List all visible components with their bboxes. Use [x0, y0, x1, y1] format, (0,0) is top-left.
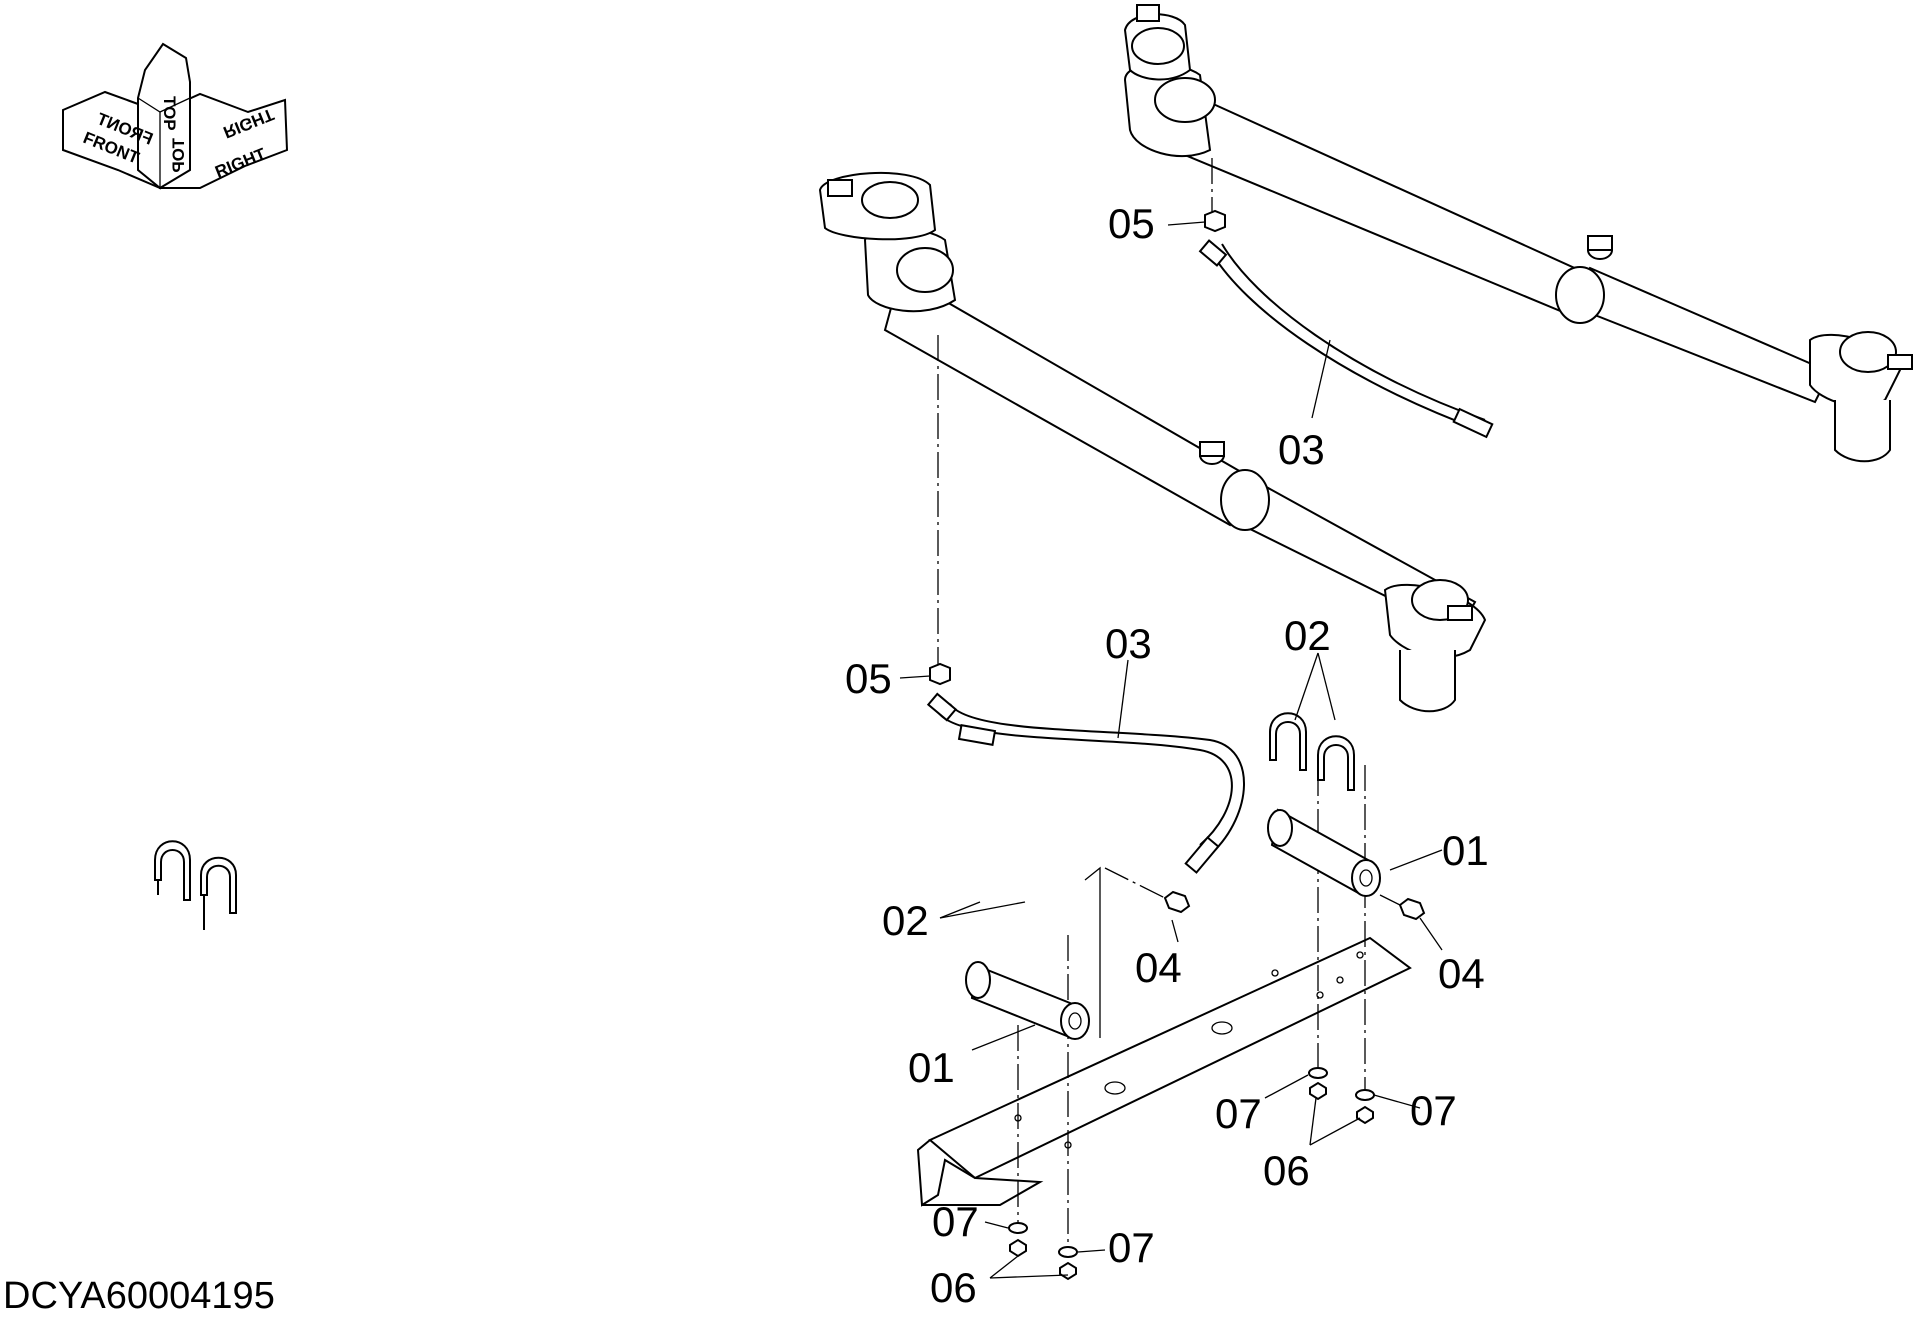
u-bolts-left	[154, 840, 237, 930]
label-03-lower: 03	[1105, 620, 1152, 667]
leader-lines	[899, 221, 1443, 1279]
mounting-plate	[916, 936, 1412, 1207]
label-02-left: 02	[882, 897, 929, 944]
label-04-left: 04	[1135, 944, 1182, 991]
label-05-upper: 05	[1108, 200, 1155, 247]
label-07-bottom-left: 07	[932, 1198, 979, 1245]
label-03-upper: 03	[1278, 426, 1325, 473]
upper-hose-assembly	[1198, 209, 1494, 439]
part-labels: 05 03 05 03 02 01 02 04 04 01 07 07 06 0…	[845, 200, 1489, 1311]
label-01-left: 01	[908, 1044, 955, 1091]
upper-cylinder	[1123, 4, 1913, 463]
accumulator-right	[1267, 808, 1381, 897]
accumulator-left	[965, 961, 1090, 1040]
label-06-plate: 06	[1263, 1147, 1310, 1194]
alignment-lines	[1017, 765, 1366, 1250]
label-04-right: 04	[1438, 950, 1485, 997]
label-05-lower: 05	[845, 655, 892, 702]
lower-cylinder	[818, 171, 1487, 713]
label-07-plate-left: 07	[1215, 1090, 1262, 1137]
lower-hose-assembly	[926, 662, 1426, 921]
orientation-compass: FRONT FRONT TOP TOP RIGHT RIGHT	[62, 42, 289, 190]
label-06-bottom: 06	[930, 1264, 977, 1311]
drawing-code: DCYA60004195	[3, 1275, 275, 1317]
label-02-right: 02	[1284, 612, 1331, 659]
compass-top-mirror-label: TOP	[169, 138, 188, 173]
compass-top-label: TOP	[160, 96, 179, 131]
label-07-plate-right: 07	[1410, 1087, 1457, 1134]
u-bolts-right	[1269, 712, 1355, 791]
label-07-bottom-right: 07	[1108, 1224, 1155, 1271]
label-01-right: 01	[1442, 827, 1489, 874]
